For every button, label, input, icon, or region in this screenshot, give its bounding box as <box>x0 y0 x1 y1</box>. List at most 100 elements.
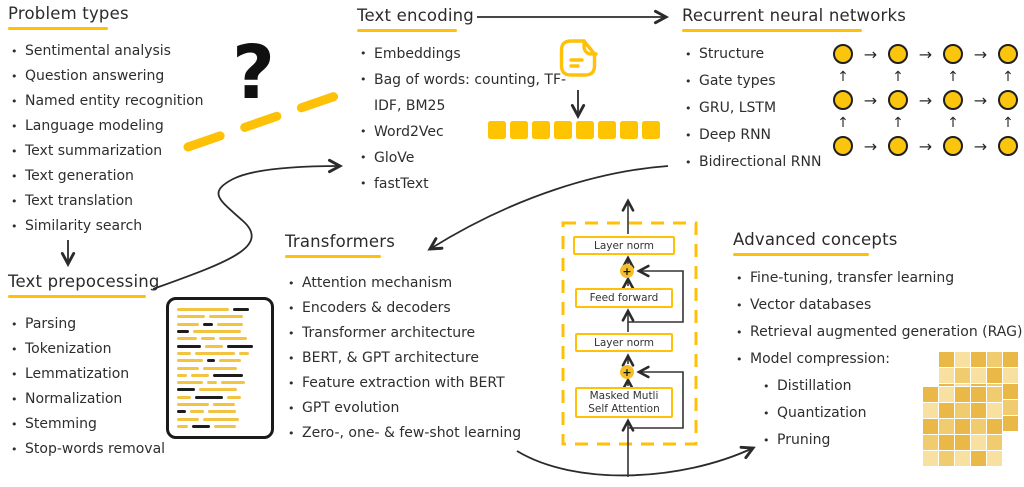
section-problem-types: Problem types Sentimental analysisQuesti… <box>8 4 253 239</box>
document-line <box>177 388 263 392</box>
rnn-node <box>943 90 963 110</box>
vector-square <box>576 121 594 139</box>
document-line <box>177 366 263 370</box>
list-item: Stemming <box>8 412 208 437</box>
transformers-list: Attention mechanismEncoders & decodersTr… <box>285 271 540 446</box>
question-mark: ? <box>232 30 275 116</box>
list-item: Text summarization <box>8 139 253 164</box>
mosaic-cell <box>922 434 939 451</box>
list-item: Quantization <box>760 400 1024 427</box>
rnn-unrolled-diagram: →→→↑↑↑↑→→→↑↑↑↑→→→ <box>831 42 1020 158</box>
rnn-list: StructureGate typesGRU, LSTMDeep RNNBidi… <box>682 41 882 176</box>
list-item: Similarity search <box>8 214 253 239</box>
document-line <box>177 315 263 319</box>
vector-square <box>510 121 528 139</box>
rnn-node <box>998 136 1018 156</box>
problem-types-list: Sentimental analysisQuestion answeringNa… <box>8 39 253 239</box>
mosaic-cell <box>938 386 955 403</box>
up-arrow-icon: ↑ <box>1002 115 1014 131</box>
section-transformers: Transformers Attention mechanismEncoders… <box>285 232 540 446</box>
right-arrow-icon: → <box>863 90 878 110</box>
list-item: Retrieval augmented generation (RAG) <box>733 319 1024 346</box>
document-line <box>177 337 263 341</box>
rnn-node <box>943 44 963 64</box>
list-item: Attention mechanism <box>285 271 540 296</box>
mosaic-cell <box>986 386 1003 403</box>
right-arrow-icon: → <box>863 44 878 64</box>
vector-square <box>554 121 572 139</box>
list-item: Vector databases <box>733 292 1024 319</box>
document-text-lines <box>177 308 263 428</box>
mosaic-cell <box>970 386 987 403</box>
up-arrow-icon: ↑ <box>947 115 959 131</box>
residual-add-node-bottom: + <box>620 365 634 379</box>
list-item: Tokenization <box>8 337 208 362</box>
up-arrow-icon: ↑ <box>947 69 959 85</box>
vector-square <box>620 121 638 139</box>
list-item: Gate types <box>682 68 882 95</box>
list-item: GPT evolution <box>285 396 540 421</box>
rnn-node <box>888 90 908 110</box>
residual-add-node-top: + <box>620 264 634 278</box>
title-underline <box>357 29 457 32</box>
list-item: Zero-, one- & few-shot learning <box>285 421 540 446</box>
document-line <box>177 381 263 385</box>
right-arrow-icon: → <box>973 44 988 64</box>
mosaic-cell <box>971 352 986 367</box>
mosaic-cell <box>938 450 955 467</box>
document-line <box>177 395 263 399</box>
mosaic-cell <box>938 434 955 451</box>
section-advanced-concepts: Advanced concepts Fine-tuning, transfer … <box>733 230 1024 454</box>
up-arrow-icon: ↑ <box>837 115 849 131</box>
document-line <box>177 425 263 428</box>
list-item: Embeddings <box>357 41 569 67</box>
up-arrow-icon: ↑ <box>892 115 904 131</box>
layer-norm-box-top: Layer norm <box>573 236 675 255</box>
rnn-node <box>888 136 908 156</box>
title-underline <box>8 295 146 298</box>
up-arrow-icon: ↑ <box>837 69 849 85</box>
section-recurrent-neural-networks: Recurrent neural networks StructureGate … <box>682 6 906 176</box>
list-item: Question answering <box>8 64 253 89</box>
list-item: Bag of words: counting, TF-IDF, BM25 <box>357 67 569 119</box>
right-arrow-icon: → <box>973 90 988 110</box>
section-title: Advanced concepts <box>733 230 898 249</box>
rnn-node <box>888 44 908 64</box>
mosaic-cell <box>955 368 970 383</box>
title-underline <box>682 29 862 32</box>
mosaic-cell <box>938 402 955 419</box>
list-item: Lemmatization <box>8 362 208 387</box>
up-arrow-icon: ↑ <box>1002 69 1014 85</box>
title-underline <box>733 253 869 256</box>
document-line <box>177 351 263 355</box>
up-arrow-icon: ↑ <box>892 69 904 85</box>
mosaic-cell <box>922 450 939 467</box>
right-arrow-icon: → <box>863 136 878 156</box>
mosaic-cell <box>938 418 955 435</box>
list-item: Structure <box>682 41 882 68</box>
layer-norm-box-mid: Layer norm <box>575 333 673 352</box>
right-arrow-icon: → <box>918 90 933 110</box>
mosaic-cell <box>986 450 1003 467</box>
attention-box-line1: Masked Mutli <box>589 389 659 402</box>
masked-multi-self-attention-box: Masked Mutli Self Attention <box>575 387 673 418</box>
list-item: Word2Vec <box>357 119 569 145</box>
document-line <box>177 308 263 311</box>
section-title: Text prepocessing <box>8 272 160 291</box>
list-item: Stop-words removal <box>8 437 208 462</box>
list-item: fastText <box>357 171 569 197</box>
mosaic-cell <box>922 402 939 419</box>
document-line <box>177 359 263 363</box>
mosaic-cell <box>955 352 970 367</box>
mosaic-cell <box>954 418 971 435</box>
section-title: Problem types <box>8 4 129 23</box>
rnn-node <box>833 136 853 156</box>
mosaic-cell <box>922 418 939 435</box>
mosaic-cell <box>1003 400 1018 415</box>
vector-square <box>532 121 550 139</box>
feed-forward-box: Feed forward <box>575 288 673 308</box>
right-arrow-icon: → <box>973 136 988 156</box>
list-item: Sentimental analysis <box>8 39 253 64</box>
mosaic-cell <box>970 450 987 467</box>
mosaic-cell <box>971 368 986 383</box>
